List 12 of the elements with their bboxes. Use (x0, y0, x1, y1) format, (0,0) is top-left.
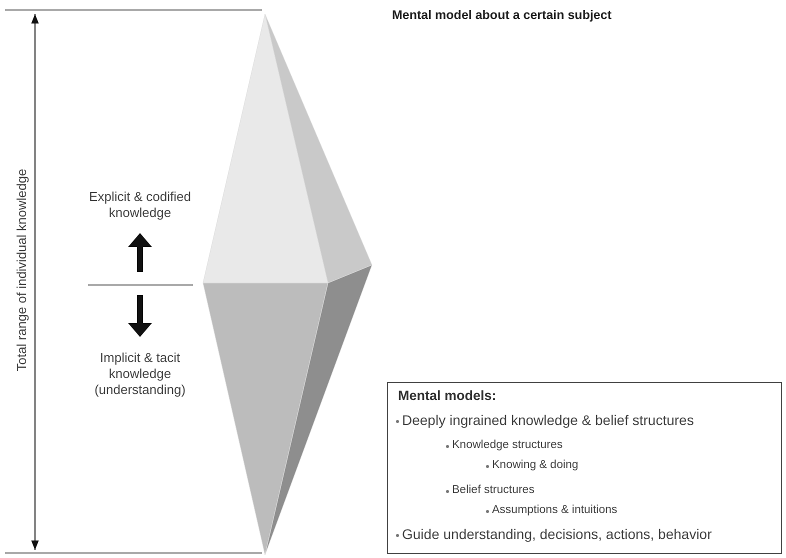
text-panel (387, 382, 782, 554)
list-item: Knowledge structures (452, 438, 563, 452)
panel-heading: Mental models: (398, 388, 496, 404)
list-item: Deeply ingrained knowledge & belief structures (402, 412, 694, 429)
explicit-knowledge-label: Explicit & codified knowledge (88, 189, 192, 221)
list-item: Assumptions & intuitions (492, 503, 618, 518)
title: Mental model about a certain subject (392, 8, 612, 22)
list-item: Belief structures (452, 483, 534, 498)
axis-label: Total range of individual knowledge (14, 168, 30, 374)
implicit-knowledge-label: Implicit & tacit knowledge (understanding) (93, 350, 187, 398)
list-item: Knowing & doing (492, 458, 578, 472)
list-item: Guide understanding, decisions, actions, behavior (402, 526, 712, 543)
